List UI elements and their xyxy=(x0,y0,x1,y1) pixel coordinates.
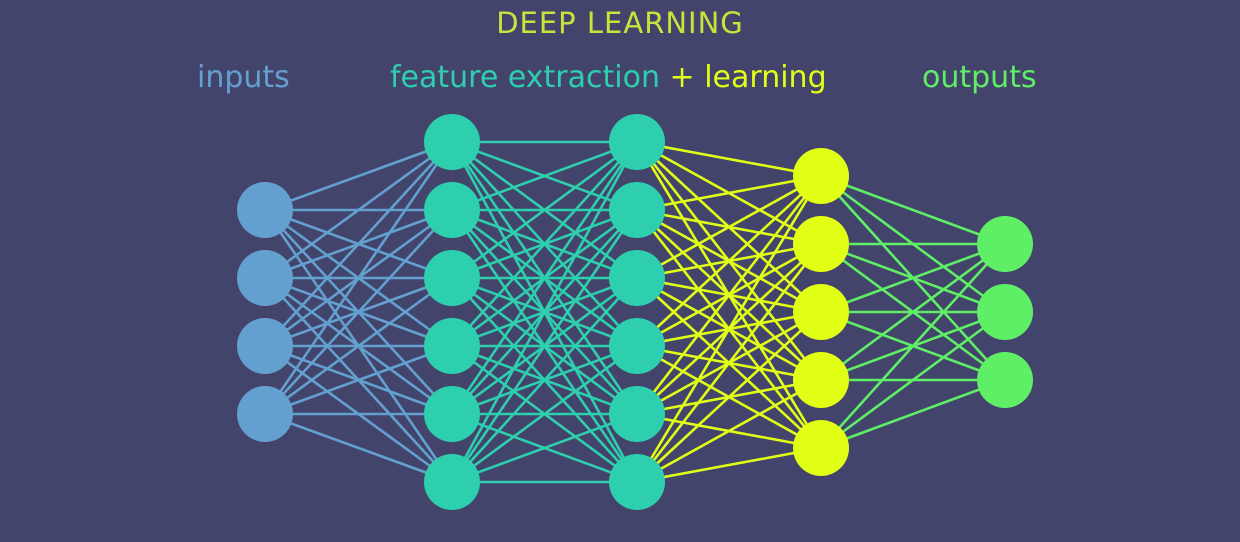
learning-label: learning xyxy=(704,60,827,95)
connection-hidden-1-6-to-hidden-2-3 xyxy=(451,277,638,483)
connection-hidden-2-6-to-hidden-3-4 xyxy=(636,378,822,484)
outputs-label: outputs xyxy=(922,60,1037,95)
inputs-node-2 xyxy=(237,250,293,306)
hidden-2-node-3 xyxy=(609,250,665,306)
connection-inputs-4-to-hidden-1-2 xyxy=(264,209,453,415)
outputs-label-text: outputs xyxy=(922,60,1037,95)
connection-hidden-2-3-to-hidden-3-1 xyxy=(636,174,822,280)
connection-hidden-1-6-to-hidden-2-1 xyxy=(450,141,639,483)
neurons xyxy=(237,114,1033,510)
diagram-title: DEEP LEARNING xyxy=(496,6,744,40)
hidden-1-node-1 xyxy=(424,114,480,170)
hidden-1-node-5 xyxy=(424,386,480,442)
inputs-node-1 xyxy=(237,182,293,238)
connection-hidden-1-4-to-hidden-2-1 xyxy=(451,141,638,347)
connection-inputs-4-to-hidden-1-3 xyxy=(264,276,453,416)
outputs-node-2 xyxy=(977,284,1033,340)
connections xyxy=(263,140,1006,484)
hidden-1-node-4 xyxy=(424,318,480,374)
hidden-2-node-2 xyxy=(609,182,665,238)
connection-inputs-4-to-hidden-1-1 xyxy=(263,141,454,415)
connection-hidden-2-2-to-hidden-3-1 xyxy=(636,174,822,212)
connection-hidden-3-5-to-outputs-2 xyxy=(820,310,1006,450)
inputs-label: inputs xyxy=(197,60,290,95)
connection-hidden-2-4-to-hidden-3-1 xyxy=(636,175,822,347)
connection-hidden-3-5-to-outputs-1 xyxy=(820,243,1006,449)
inputs-node-4 xyxy=(237,386,293,442)
connection-hidden-2-5-to-hidden-3-1 xyxy=(635,175,823,415)
hidden-3-node-2 xyxy=(793,216,849,272)
connection-hidden-3-1-to-outputs-1 xyxy=(820,174,1006,246)
connection-hidden-1-6-to-hidden-2-5 xyxy=(451,412,638,484)
hidden-2-node-5 xyxy=(609,386,665,442)
hidden-3-node-4 xyxy=(793,352,849,408)
hidden-1-node-3 xyxy=(424,250,480,306)
outputs-node-3 xyxy=(977,352,1033,408)
connection-hidden-3-5-to-outputs-3 xyxy=(820,378,1006,450)
inputs-node-3 xyxy=(237,318,293,374)
connection-hidden-2-6-to-hidden-3-5 xyxy=(636,446,822,484)
feature-extraction-label: feature extraction xyxy=(390,60,660,95)
hidden-2-node-1 xyxy=(609,114,665,170)
connection-inputs-1-to-hidden-1-1 xyxy=(264,140,453,212)
connection-inputs-2-to-hidden-1-1 xyxy=(264,140,453,280)
outputs-node-1 xyxy=(977,216,1033,272)
plus-sign: + xyxy=(669,60,695,95)
connection-hidden-3-3-to-outputs-1 xyxy=(820,242,1006,314)
hidden-1-node-2 xyxy=(424,182,480,238)
hidden-3-node-3 xyxy=(793,284,849,340)
connection-hidden-1-3-to-hidden-2-1 xyxy=(451,140,638,280)
hidden-3-node-1 xyxy=(793,148,849,204)
connection-hidden-1-5-to-hidden-2-1 xyxy=(450,141,639,415)
connection-hidden-1-6-to-hidden-2-2 xyxy=(450,209,639,483)
connection-hidden-2-6-to-hidden-3-1 xyxy=(635,175,823,483)
connection-hidden-1-6-to-hidden-2-4 xyxy=(451,344,638,484)
hidden-2-node-4 xyxy=(609,318,665,374)
connection-hidden-1-2-to-hidden-2-1 xyxy=(451,140,638,212)
connection-hidden-2-6-to-hidden-3-3 xyxy=(636,311,822,483)
connection-inputs-4-to-hidden-1-6 xyxy=(264,412,453,484)
hidden-layers-label: feature extraction + learning xyxy=(390,60,827,95)
connection-hidden-2-1-to-hidden-3-1 xyxy=(636,140,822,178)
connection-inputs-3-to-hidden-1-1 xyxy=(264,141,453,347)
connection-inputs-4-to-hidden-1-4 xyxy=(264,344,453,416)
connection-hidden-3-4-to-outputs-1 xyxy=(820,242,1006,382)
connection-hidden-2-6-to-hidden-3-2 xyxy=(635,243,823,483)
hidden-3-node-5 xyxy=(793,420,849,476)
inputs-label-text: inputs xyxy=(197,60,290,95)
hidden-2-node-6 xyxy=(609,454,665,510)
hidden-1-node-6 xyxy=(424,454,480,510)
